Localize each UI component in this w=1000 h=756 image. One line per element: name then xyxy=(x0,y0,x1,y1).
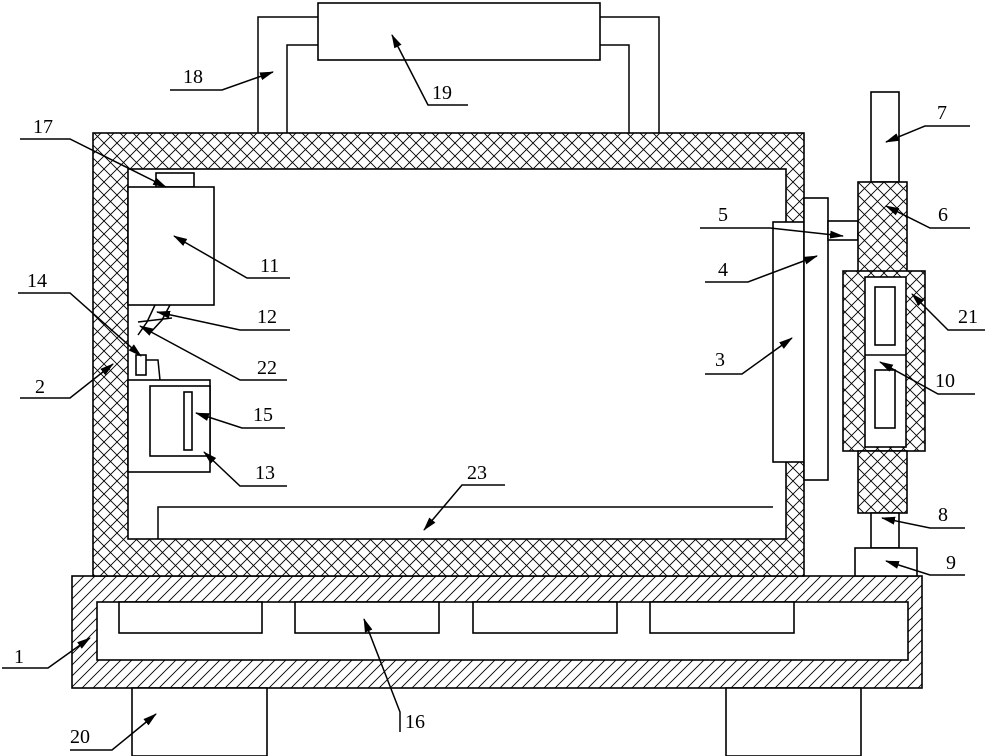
callout-7: 7 xyxy=(937,102,947,124)
leader-lines xyxy=(2,34,985,751)
callout-5: 5 xyxy=(718,204,728,226)
callout-20: 20 xyxy=(70,726,90,748)
callout-23: 23 xyxy=(467,462,487,484)
callout-11: 11 xyxy=(260,255,279,277)
callout-15: 15 xyxy=(253,404,273,426)
callout-6: 6 xyxy=(938,204,948,226)
callout-13: 13 xyxy=(255,462,275,484)
support-feet xyxy=(131,687,862,756)
callout-19: 19 xyxy=(432,82,452,104)
top-pipe xyxy=(257,2,660,133)
callout-17: 17 xyxy=(33,116,53,138)
callout-18: 18 xyxy=(183,66,203,88)
callout-14: 14 xyxy=(27,270,47,292)
callout-12: 12 xyxy=(257,306,277,328)
callout-1: 1 xyxy=(14,646,24,668)
callout-8: 8 xyxy=(938,504,948,526)
drive-column xyxy=(842,91,926,577)
callout-9: 9 xyxy=(946,552,956,574)
callout-labels: 1 2 3 4 5 6 7 8 9 10 11 12 13 14 15 16 1… xyxy=(14,66,978,748)
door-assembly xyxy=(772,197,859,481)
callout-22: 22 xyxy=(257,357,277,379)
base-slots xyxy=(118,601,795,634)
callout-10: 10 xyxy=(935,370,955,392)
callout-2: 2 xyxy=(35,376,45,398)
left-components xyxy=(127,172,215,473)
callout-21: 21 xyxy=(958,306,978,328)
callout-16: 16 xyxy=(405,711,425,733)
bottom-tray xyxy=(157,506,773,539)
callout-4: 4 xyxy=(718,259,728,281)
callout-3: 3 xyxy=(715,349,725,371)
